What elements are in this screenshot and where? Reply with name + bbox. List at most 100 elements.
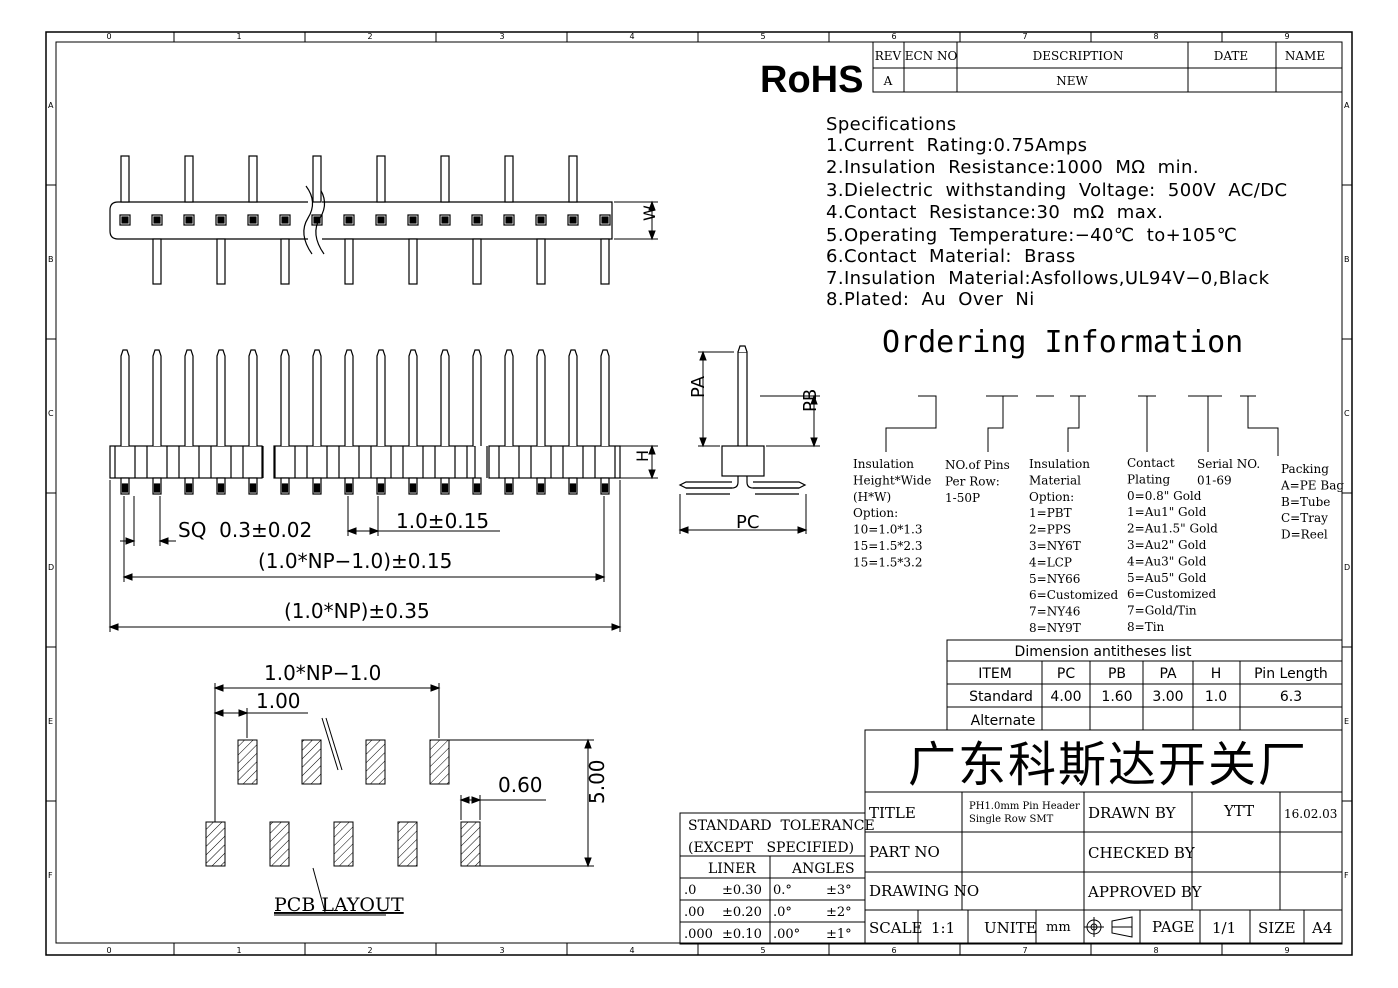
frame-row-label: C [48, 409, 54, 418]
ordering-option-line: 8=Tin [1127, 620, 1165, 634]
pin-bottom [600, 238, 610, 285]
front-view-dimensions [108, 444, 658, 632]
tolerance-cell: ±3° [826, 883, 852, 898]
name-header: NAME [1285, 49, 1325, 63]
housing-segment [109, 445, 263, 479]
pin-square-fill [409, 216, 417, 224]
pin-square [503, 214, 515, 226]
pcb-layout-dimensions [213, 683, 594, 913]
ordering-option-line: 15=1.5*3.2 [853, 555, 923, 569]
tolerance-cell: ±2° [826, 905, 852, 920]
ordering-option-line: 6=Customized [1029, 588, 1118, 602]
tolerance-cell: .0 [684, 883, 696, 898]
tolerance-title: STANDARD TOLERANCE [688, 818, 875, 834]
tolerance-cell: .000 [684, 927, 713, 942]
pcb-pad [237, 739, 258, 785]
pin-square [535, 214, 547, 226]
approved-by-label: APPROVED BY [1087, 883, 1203, 901]
frame-column-label: 0 [106, 946, 111, 955]
pin-bottom [280, 238, 290, 285]
front-view-drawing [109, 349, 621, 495]
pin-body [184, 349, 194, 446]
pa-label: PA [688, 375, 709, 398]
header-housing-top [109, 201, 613, 240]
drawing-no-label: DRAWING NO [869, 882, 979, 900]
ordering-option-line: C=Tray [1281, 511, 1328, 525]
pin-body [248, 349, 258, 446]
frame-column-label: 9 [1284, 946, 1289, 955]
pin-tail-fill [185, 483, 193, 493]
spec-item: 2.Insulation Resistance:1000 MΩ min. [826, 157, 1199, 178]
pin-bottom [536, 238, 546, 285]
pin-body [312, 349, 322, 446]
title-label: TITLE [869, 804, 916, 822]
drawn-by-value: YTT [1223, 802, 1254, 820]
ordering-option-line: Option: [853, 506, 898, 520]
ordering-option-line: 1=PBT [1029, 506, 1072, 520]
ordering-option-line: 15=1.5*2.3 [853, 539, 923, 553]
dimension-header: Pin Length [1254, 666, 1328, 682]
frame-row-label: D [1344, 563, 1350, 572]
pcb-layout-pads [205, 739, 481, 867]
pin-top [120, 155, 130, 203]
housing-segment [488, 445, 621, 479]
frame-row-label: F [1344, 871, 1349, 880]
dimension-header: ITEM [978, 666, 1012, 682]
dimension-header: PC [1057, 666, 1075, 682]
pb-label: PB [800, 389, 821, 412]
h-label: H [633, 450, 652, 462]
pin-tail-fill [409, 483, 417, 493]
title-block: 广东科斯达开关厂 TITLE PH1.0mm Pin Header Single… [864, 729, 1343, 945]
pcb-pad [429, 739, 450, 785]
description-value: NEW [1056, 74, 1088, 88]
frame-row-label: D [48, 563, 54, 572]
frame-column-label: 5 [760, 946, 765, 955]
ordering-option-line: Plating [1127, 472, 1170, 486]
page-label: PAGE [1152, 918, 1194, 936]
frame-column-label: 3 [499, 32, 504, 41]
pin-tail-fill [217, 483, 225, 493]
pin-bottom [344, 238, 354, 285]
pcb-pad [269, 821, 290, 867]
frame-column-label: 7 [1022, 32, 1027, 41]
housing-segment [273, 445, 476, 479]
rohs-mark: RoHS [760, 59, 863, 101]
pin-square-fill [185, 216, 193, 224]
size-value: A4 [1311, 919, 1332, 937]
ordering-option-line: 0=0.8" Gold [1127, 489, 1202, 503]
pcb-pad [397, 821, 418, 867]
frame-column-label: 1 [236, 946, 241, 955]
pin-body [408, 349, 418, 446]
frame-column-label: 0 [106, 32, 111, 41]
pin-tail-fill [153, 483, 161, 493]
pin-body [120, 349, 130, 446]
frame-column-label: 4 [629, 946, 634, 955]
ordering-option-line: 2=PPS [1029, 523, 1071, 537]
pcb-pad [301, 739, 322, 785]
pin-square-fill [601, 216, 609, 224]
ordering-option-line: 3=Au2" Gold [1127, 538, 1207, 552]
overall-label: (1.0*NP)±0.35 [284, 599, 430, 623]
pin-body [280, 349, 290, 446]
spec-item: 4.Contact Resistance:30 mΩ max. [826, 202, 1163, 223]
tolerance-cell: .0° [773, 905, 792, 920]
dimension-cell: Standard [969, 689, 1033, 705]
ordering-option-line: A=PE Bag [1280, 478, 1344, 492]
pin-square-fill [281, 216, 289, 224]
pcb-pad [365, 739, 386, 785]
pin-square [183, 214, 195, 226]
scale-label: SCALE [869, 919, 923, 937]
ordering-option-line: NO.of Pins [945, 458, 1010, 472]
spec-item: 7.Insulation Material:Asfollows,UL94V−0,… [826, 268, 1270, 289]
frame-column-label: 1 [236, 32, 241, 41]
frame-column-label: 8 [1153, 32, 1158, 41]
pin-square [119, 214, 131, 226]
ordering-option-line: 5=NY66 [1029, 572, 1080, 586]
sq-label: SQ 0.3±0.02 [178, 518, 312, 542]
specs-heading: Specifications [826, 114, 957, 135]
frame-column-label: 2 [367, 32, 372, 41]
pin-bottom [408, 238, 418, 285]
frame-row-label: E [1344, 717, 1349, 726]
pin-tail-fill [537, 483, 545, 493]
